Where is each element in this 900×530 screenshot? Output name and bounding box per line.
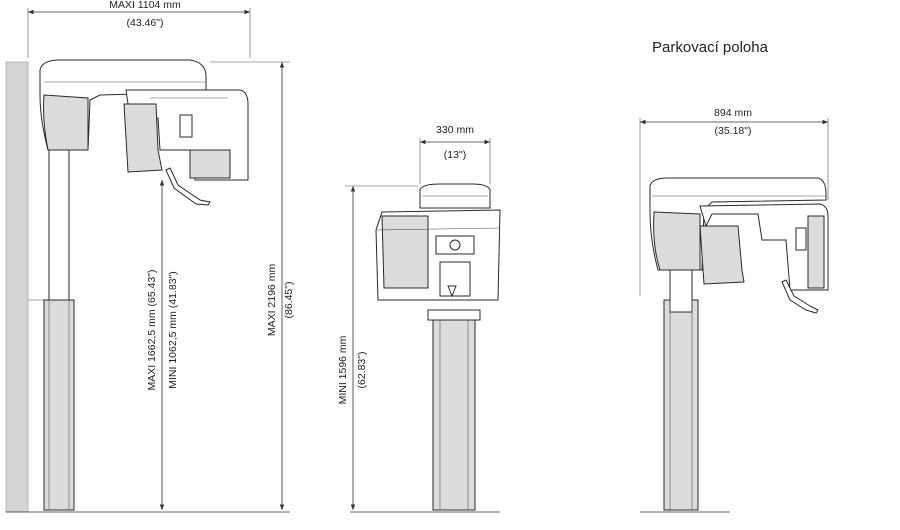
maxi-width-label: MAXI 1104 mm <box>109 0 181 11</box>
parking-column <box>663 299 699 511</box>
mini-height-inch-label: (62.83") <box>356 352 368 389</box>
parking-scanner <box>699 203 829 291</box>
maxi-height-label: MAXI 2196 mm <box>266 264 278 337</box>
front-column <box>432 317 476 511</box>
chin-rest <box>165 167 211 206</box>
range-mini-label: MINI 1062,5 mm (41.83") <box>167 271 179 389</box>
mini-height-label: MINI 1596 mm <box>337 335 349 404</box>
front-width-inch-label: (13") <box>444 149 466 161</box>
parking-width-label: 894 mm <box>714 107 752 119</box>
parking-position-title: Parkovací poloha <box>652 39 769 56</box>
parking-width-inch-label: (35.18") <box>715 125 752 137</box>
parking-view-unit <box>640 177 829 513</box>
front-view-unit <box>350 183 501 513</box>
parking-chin-rest <box>781 279 819 314</box>
maxi-width-inch-label: (43.46") <box>127 17 164 29</box>
side-view-unit <box>5 59 290 513</box>
front-width-label: 330 mm <box>436 124 474 136</box>
maxi-height-inch-label: (86.45") <box>283 282 295 319</box>
wall <box>5 61 29 513</box>
range-maxi-label: MAXI 1662,5 mm (65.43") <box>146 269 158 390</box>
